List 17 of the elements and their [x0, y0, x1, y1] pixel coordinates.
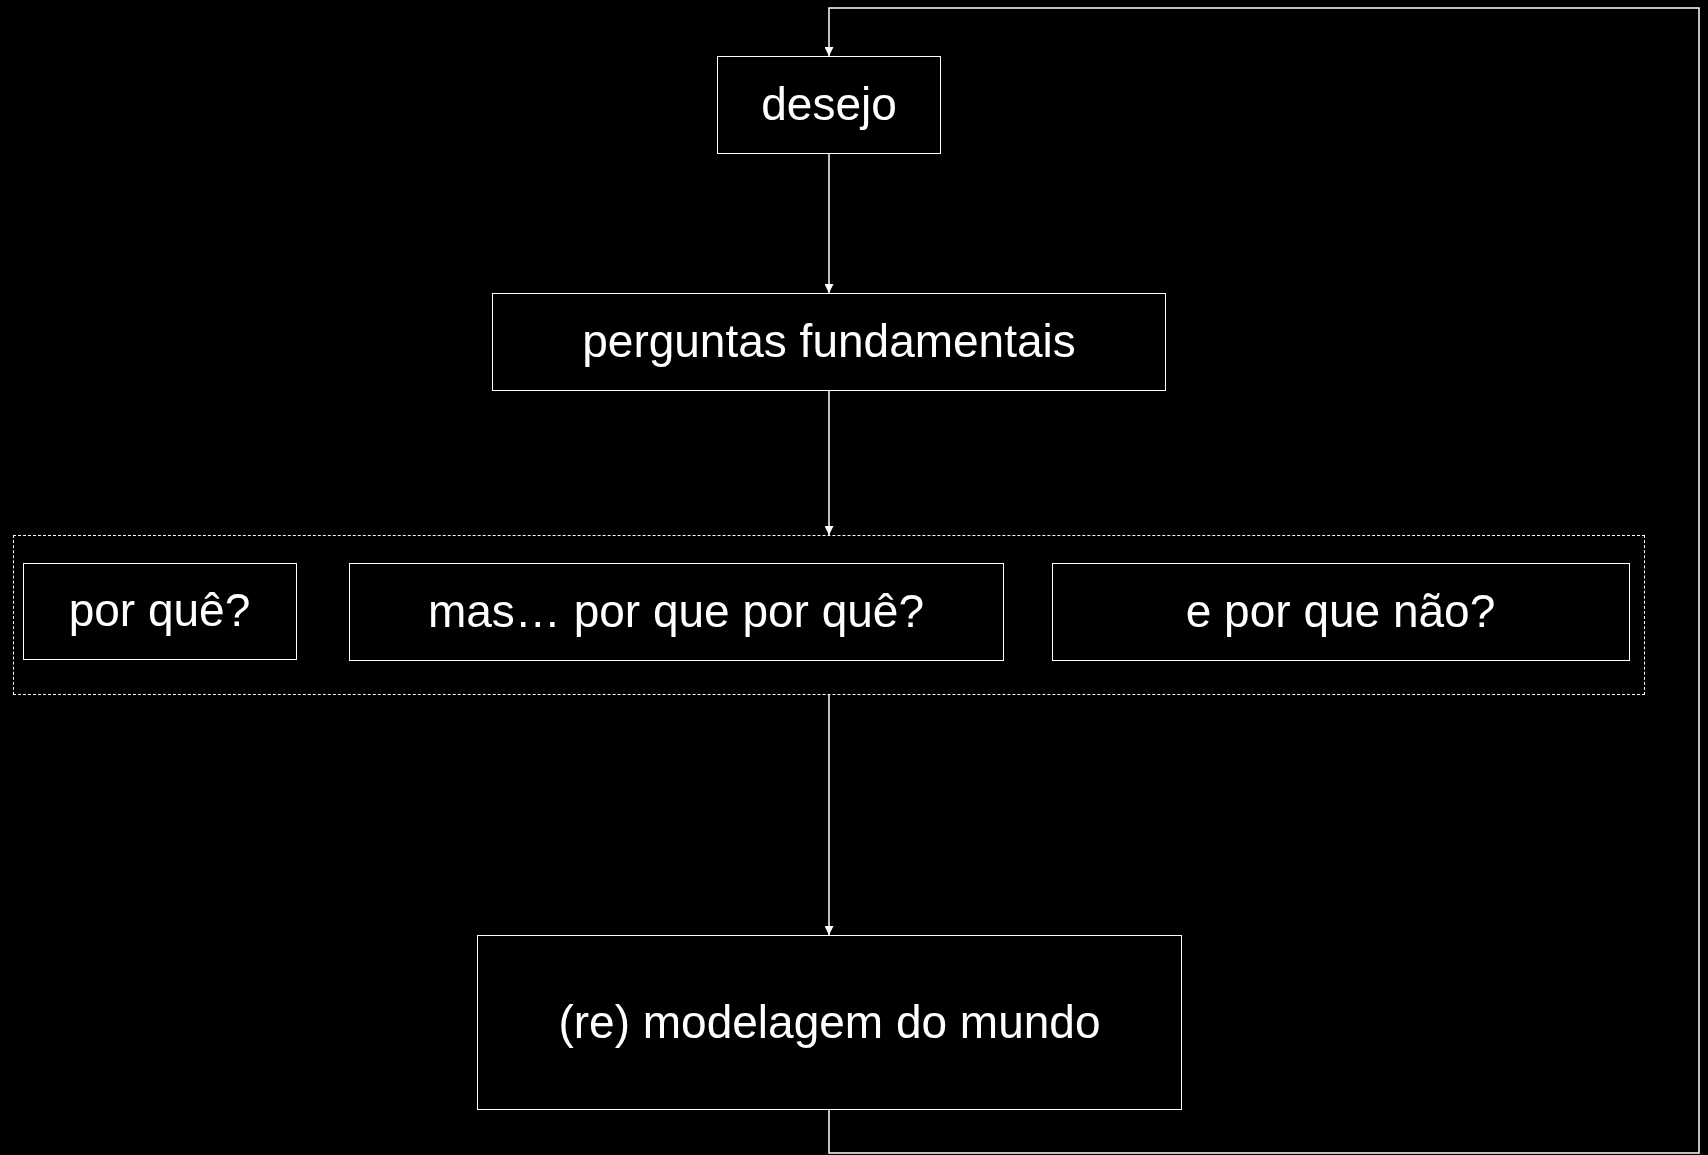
- process-box: [717, 56, 941, 154]
- arrow: [824, 153, 834, 294]
- node-label: mas… por que por quê?: [426, 583, 926, 639]
- process-box: [477, 935, 1182, 1110]
- process-box: [1051, 562, 1630, 661]
- node-label: desejo: [760, 77, 898, 133]
- node-label: por quê?: [67, 583, 252, 639]
- node-label: e por que não?: [1184, 583, 1497, 639]
- process-box: [22, 562, 297, 660]
- arrow: [824, 390, 834, 536]
- process-box: [348, 562, 1004, 661]
- arrow: [824, 694, 834, 936]
- arrow: [824, 7, 1700, 1154]
- node-label: perguntas fundamentais: [581, 314, 1077, 370]
- node-label: (re) modelagem do mundo: [557, 994, 1102, 1050]
- process-box: [492, 293, 1166, 391]
- dashed-group-box: [13, 535, 1645, 695]
